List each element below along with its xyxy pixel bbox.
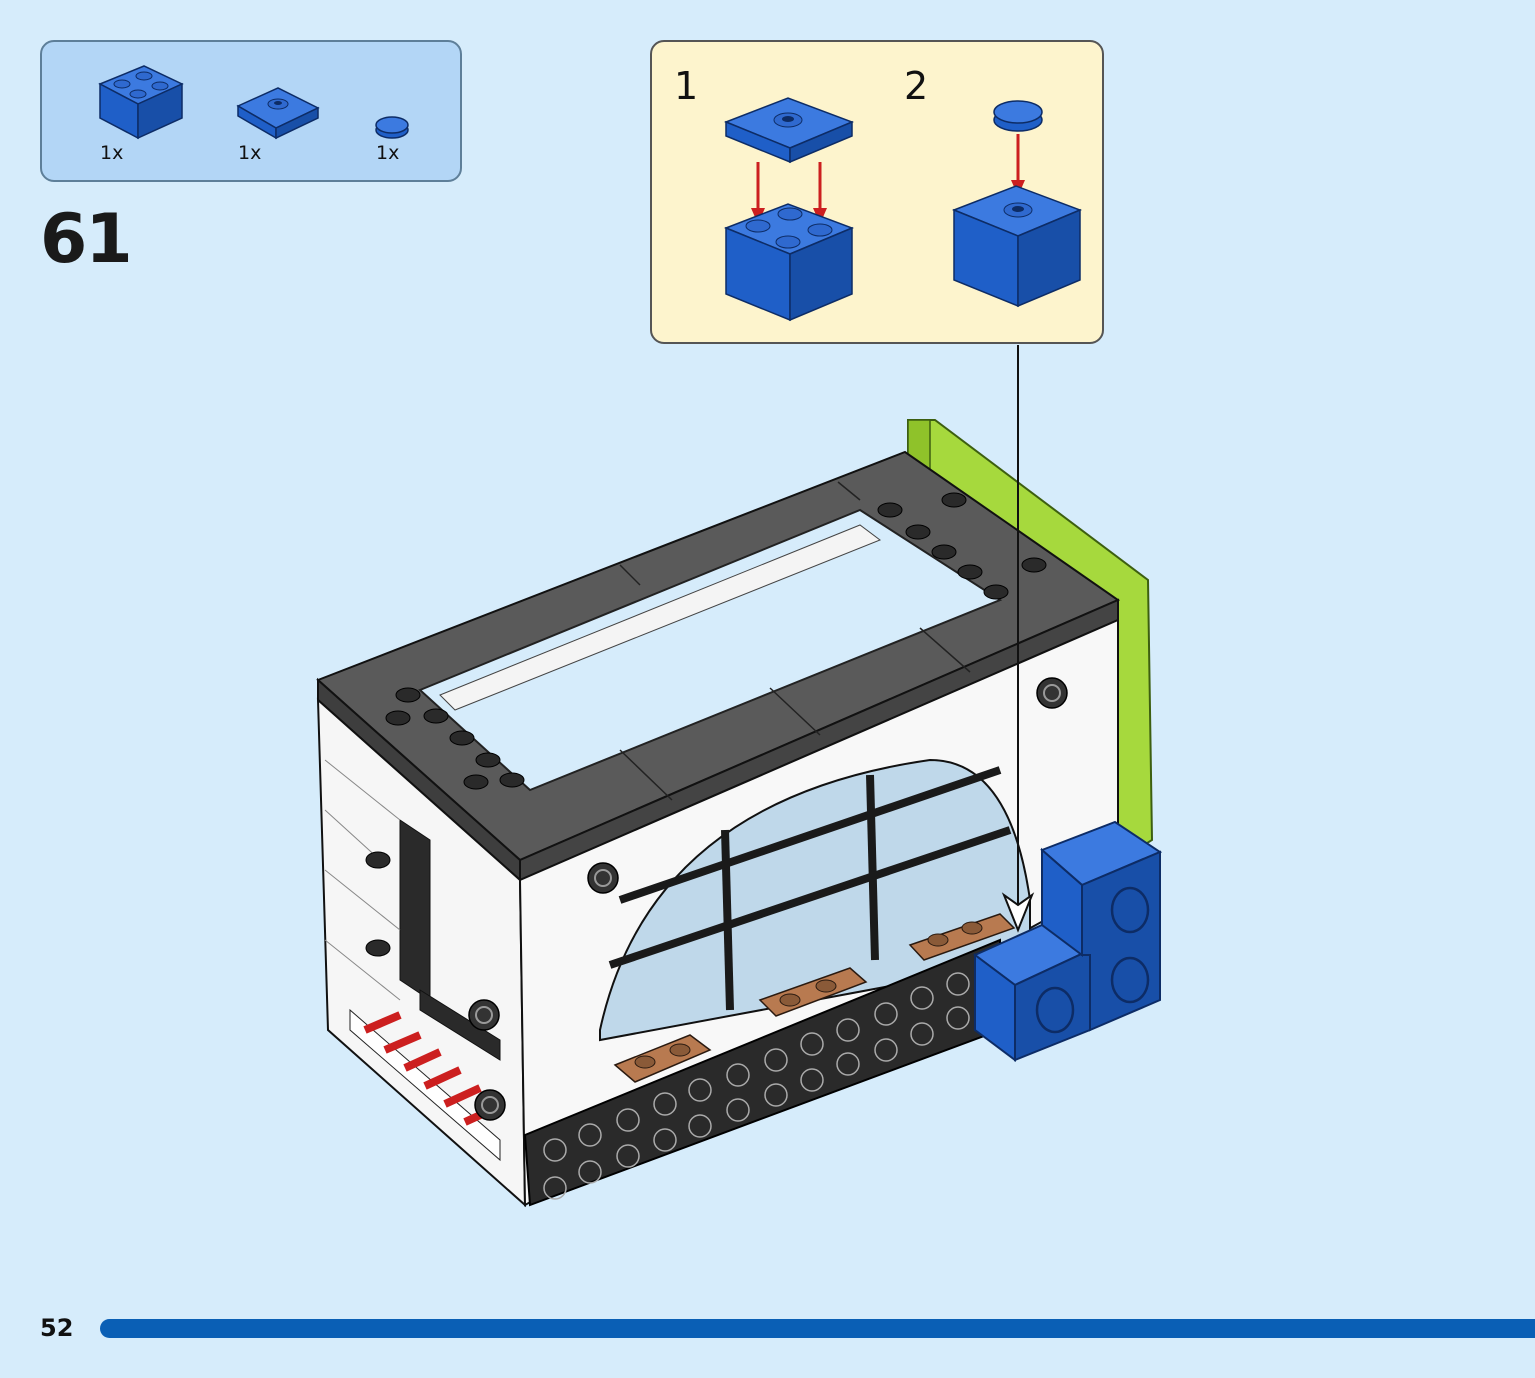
substep-label-2: 2	[904, 64, 929, 108]
substep-2-illustration	[951, 100, 1083, 308]
part-qty-2: 1x	[238, 142, 262, 164]
part-qty-1: 1x	[100, 142, 124, 164]
substep-callout: 1 2	[650, 40, 1104, 344]
page-number: 52	[40, 1314, 74, 1342]
part-brick-2x2-icon	[98, 65, 184, 140]
part-qty-3: 1x	[376, 142, 400, 164]
part-round-tile-icon	[375, 116, 409, 139]
part-plate-2x2-1stud-icon	[236, 87, 320, 140]
substep-1-illustration	[723, 97, 855, 322]
step-number: 61	[40, 200, 133, 279]
progress-bar	[100, 1319, 1535, 1338]
parts-list-box: 1x 1x 1x	[40, 40, 462, 182]
substep-label-1: 1	[674, 64, 699, 108]
